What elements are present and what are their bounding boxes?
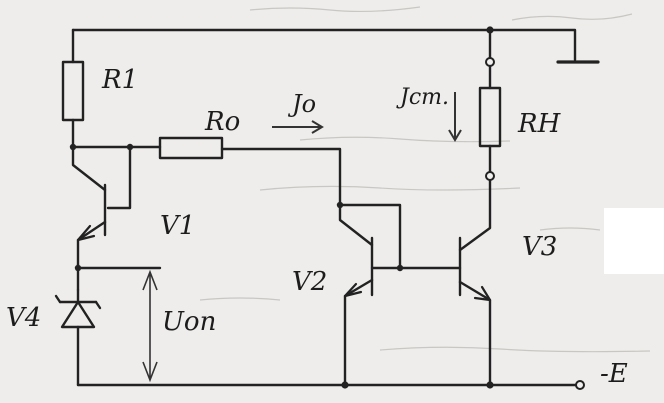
resistor-rh [478,86,502,148]
zener-diode-v4 [54,288,102,329]
i0-arrow [272,120,324,134]
transistor-v3 [458,174,492,387]
terminal-supply [575,380,585,390]
label-r0: Ro [204,107,240,137]
label-uop: Uоп [162,307,216,337]
terminal-load-bottom [485,171,495,181]
ist-arrow [448,92,462,142]
label-rn: RH [517,109,562,139]
resistor-r1 [61,60,85,122]
label-v4: V4 [6,303,41,333]
label-v3: V3 [522,232,557,262]
paper-corner [604,208,664,274]
label-r1: R1 [101,65,138,95]
transistor-v2 [338,203,402,387]
wire-v1-base-link [106,145,132,210]
label-v2: V2 [292,267,327,297]
wire-r0-to-v2 [220,147,342,207]
resistor-r0 [158,136,224,160]
transistor-v1 [71,145,107,267]
label-v1: V1 [160,211,195,241]
label-i0: Jo [287,90,316,118]
uop-arrow [142,269,158,383]
label-ist: Jcт. [396,85,449,110]
wire-ground-link [488,28,577,62]
junction-dots [69,26,494,389]
background-bleed-through [199,6,651,353]
label-supply: -E [600,359,628,389]
